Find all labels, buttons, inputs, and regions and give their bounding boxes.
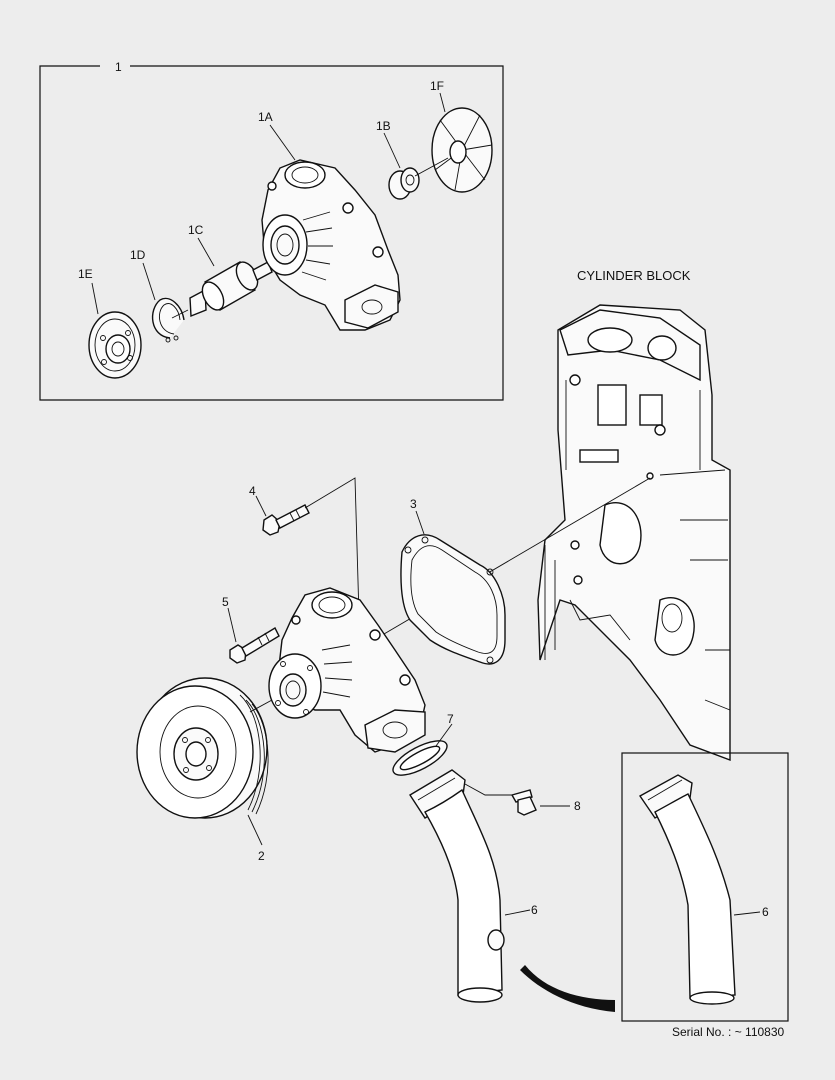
label-8: 8: [574, 799, 581, 813]
serial-number: Serial No. : ~ 110830: [672, 1025, 785, 1039]
label-6-main: 6: [531, 903, 538, 917]
label-2: 2: [258, 849, 265, 863]
label-1f: 1F: [430, 79, 444, 93]
bearing-shaft-1c[interactable]: [189, 259, 273, 318]
label-1b: 1B: [376, 119, 391, 133]
pump-housing-1a[interactable]: [261, 159, 401, 331]
impeller-1f[interactable]: [414, 107, 493, 193]
water-pump-assembled[interactable]: [268, 587, 426, 753]
water-pipe-6[interactable]: [409, 769, 505, 1003]
flange-1e[interactable]: [88, 311, 142, 379]
label-1c: 1C: [188, 223, 204, 237]
assembly-box: 1: [39, 60, 504, 401]
label-6-inset: 6: [762, 905, 769, 919]
bolt-4[interactable]: [262, 504, 310, 536]
label-1e: 1E: [78, 267, 93, 281]
label-1a: 1A: [258, 110, 273, 124]
cylinder-block-label: CYLINDER BLOCK: [577, 268, 691, 283]
cylinder-block[interactable]: [537, 304, 731, 762]
o-ring-7[interactable]: [388, 734, 451, 782]
label-4: 4: [249, 484, 256, 498]
gasket-3[interactable]: [400, 534, 506, 665]
label-5: 5: [222, 595, 229, 609]
label-1: 1: [115, 60, 122, 74]
pulley-2[interactable]: [136, 677, 273, 819]
bolt-8[interactable]: [510, 789, 537, 816]
snap-ring-1d[interactable]: [151, 297, 185, 343]
label-3: 3: [410, 497, 417, 511]
seal-1b[interactable]: [388, 167, 420, 200]
inset-box: [621, 752, 789, 1022]
bolt-5[interactable]: [229, 627, 280, 664]
label-7: 7: [447, 712, 454, 726]
view-arrow: [520, 965, 615, 1012]
label-1d: 1D: [130, 248, 146, 262]
